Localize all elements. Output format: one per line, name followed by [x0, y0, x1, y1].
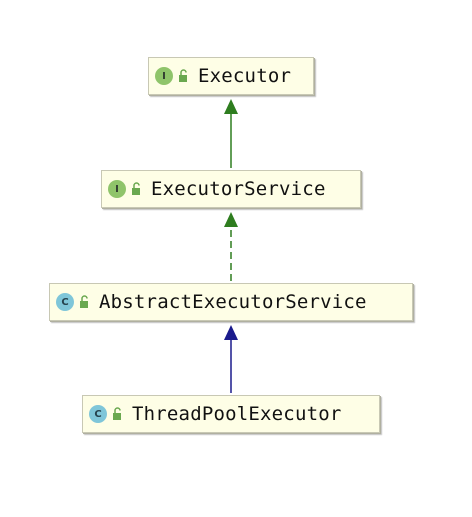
- node-label: ExecutorService: [151, 178, 326, 200]
- node-executor-service[interactable]: I ExecutorService: [101, 170, 361, 208]
- node-label: Executor: [198, 65, 292, 87]
- unlocked-icon: [179, 69, 187, 82]
- node-label: ThreadPoolExecutor: [132, 403, 342, 425]
- arrowhead-executor: [224, 99, 238, 114]
- node-label: AbstractExecutorService: [99, 291, 367, 313]
- unlocked-icon: [113, 407, 121, 420]
- unlocked-icon: [80, 295, 88, 308]
- node-abstract-executor-service[interactable]: C AbstractExecutorService: [49, 283, 413, 321]
- interface-icon: I: [155, 67, 173, 85]
- unlocked-icon: [132, 182, 140, 195]
- arrowhead-executorservice: [224, 212, 238, 227]
- arrowhead-abstractexecutorservice: [224, 325, 238, 340]
- node-thread-pool-executor[interactable]: C ThreadPoolExecutor: [82, 395, 380, 433]
- abstract-class-icon: C: [56, 293, 74, 311]
- interface-icon: I: [108, 180, 126, 198]
- class-icon: C: [89, 405, 107, 423]
- node-executor[interactable]: I Executor: [148, 57, 314, 95]
